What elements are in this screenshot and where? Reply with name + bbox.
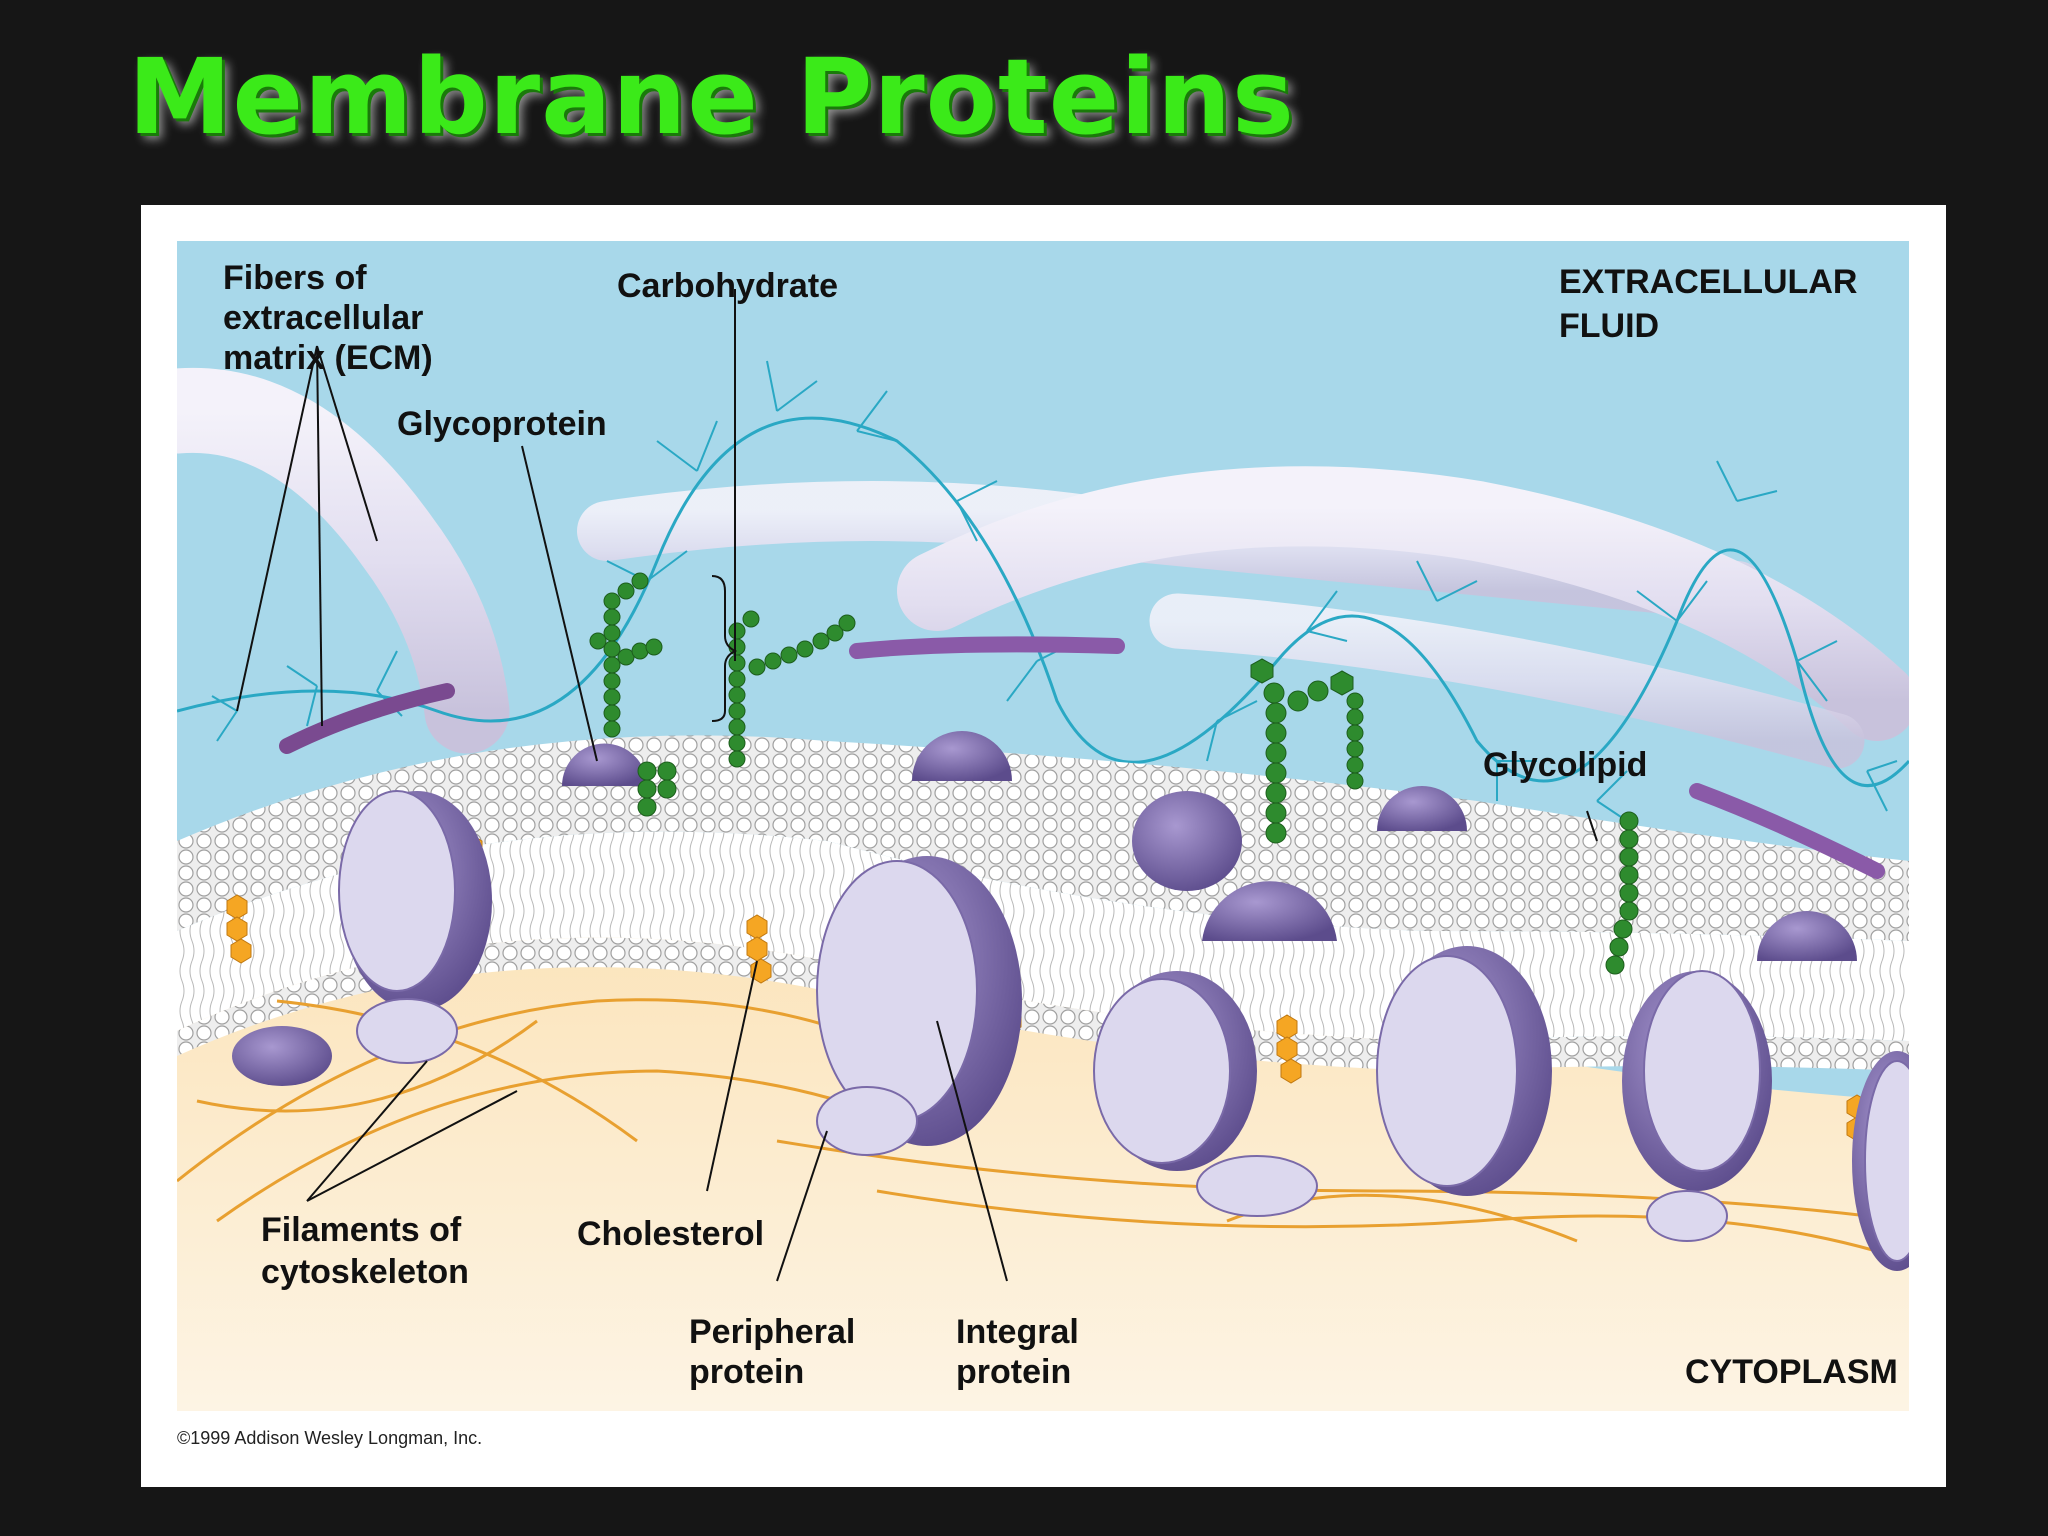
membrane-diagram: Fibers of extracellular matrix (ECM) Car…	[177, 241, 1909, 1411]
label-extracellular-fluid-line1: EXTRACELLULAR	[1559, 263, 1857, 301]
ecm-branch-network	[177, 360, 1909, 832]
ecm-fibers	[177, 367, 1909, 769]
diagram-labels: Fibers of extracellular matrix (ECM) Car…	[223, 259, 1898, 1391]
cytoplasm-region	[177, 889, 1909, 1411]
leader-lines	[236, 289, 1598, 1282]
label-cholesterol: Cholesterol	[577, 1215, 764, 1253]
label-integral-line1: Integral	[956, 1313, 1079, 1351]
carbohydrate-chains	[589, 572, 1639, 975]
label-filaments-line1: Filaments of	[261, 1211, 462, 1249]
label-glycolipid: Glycolipid	[1483, 746, 1647, 784]
label-fibers-ecm-line2: extracellular	[223, 299, 423, 337]
membrane-proteins	[232, 636, 1909, 1271]
label-cytoplasm: CYTOPLASM	[1685, 1353, 1898, 1391]
label-fibers-ecm-line1: Fibers of	[223, 259, 367, 297]
label-extracellular-fluid-line2: FLUID	[1559, 307, 1659, 345]
copyright-notice: ©1999 Addison Wesley Longman, Inc.	[177, 1428, 483, 1448]
label-peripheral-line1: Peripheral	[689, 1313, 855, 1351]
label-filaments-line2: cytoskeleton	[261, 1253, 469, 1291]
label-carbohydrate: Carbohydrate	[617, 267, 838, 305]
label-peripheral-line2: protein	[689, 1353, 804, 1391]
figure-panel: Fibers of extracellular matrix (ECM) Car…	[141, 205, 1946, 1487]
label-glycoprotein: Glycoprotein	[397, 405, 607, 443]
slide-title: Membrane Proteins	[128, 36, 1295, 158]
label-fibers-ecm-line3: matrix (ECM)	[223, 339, 433, 377]
label-integral-line2: protein	[956, 1353, 1071, 1391]
